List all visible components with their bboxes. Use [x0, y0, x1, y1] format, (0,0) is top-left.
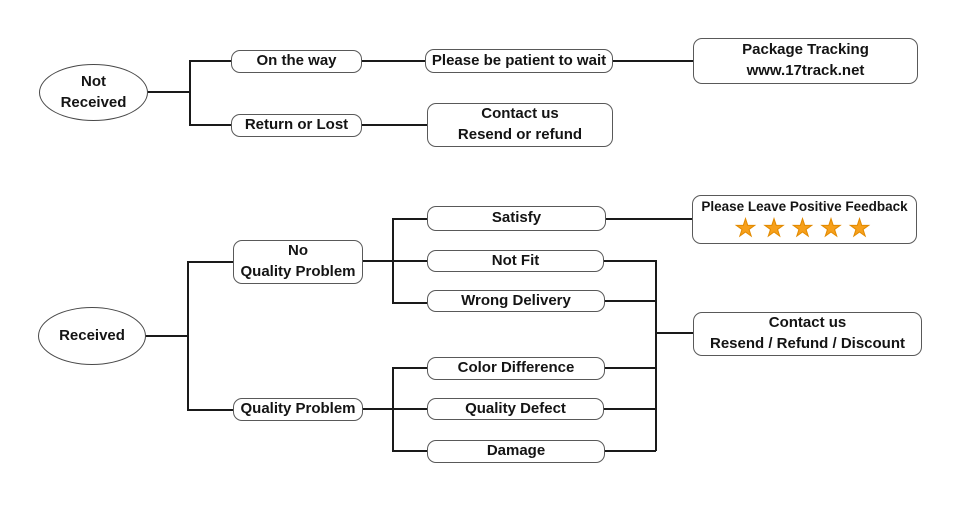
- connector-line: [187, 261, 189, 410]
- node-positive-feedback: Please Leave Positive Feedback ★★★★★: [692, 195, 917, 244]
- connector-line: [655, 332, 693, 334]
- connector-line: [392, 450, 427, 452]
- node-not-received: Not Received: [39, 64, 148, 121]
- node-package-tracking: Package Tracking www.17track.net: [693, 38, 918, 84]
- connector-line: [146, 91, 190, 93]
- connector-line: [605, 218, 692, 220]
- connector-line: [604, 300, 656, 302]
- connector-line: [392, 218, 394, 303]
- node-return-or-lost: Return or Lost: [231, 114, 362, 137]
- connector-line: [362, 260, 427, 262]
- connector-line: [604, 450, 656, 452]
- connector-line: [655, 260, 657, 451]
- positive-feedback-label: Please Leave Positive Feedback: [701, 199, 908, 215]
- connector-line: [187, 261, 233, 263]
- node-not-fit: Not Fit: [427, 250, 604, 272]
- node-damage: Damage: [427, 440, 605, 463]
- connector-line: [362, 124, 428, 126]
- node-color-difference: Color Difference: [427, 357, 605, 380]
- connector-line: [392, 218, 427, 220]
- node-quality-defect: Quality Defect: [427, 398, 604, 420]
- connector-line: [189, 60, 191, 126]
- connector-line: [145, 335, 189, 337]
- connector-line: [189, 124, 231, 126]
- connector-line: [603, 408, 656, 410]
- connector-line: [189, 60, 231, 62]
- node-on-the-way: On the way: [231, 50, 362, 73]
- node-satisfy: Satisfy: [427, 206, 606, 231]
- five-star-rating-icon: ★★★★★: [734, 214, 878, 242]
- node-wrong-delivery: Wrong Delivery: [427, 290, 605, 312]
- connector-line: [362, 408, 427, 410]
- connector-line: [612, 60, 693, 62]
- node-contact-resend-refund: Contact us Resend or refund: [427, 103, 613, 147]
- node-contact-resend-refund-discount: Contact us Resend / Refund / Discount: [693, 312, 922, 356]
- connector-line: [603, 260, 656, 262]
- connector-line: [362, 60, 425, 62]
- connector-line: [392, 367, 427, 369]
- connector-line: [604, 367, 656, 369]
- node-quality-problem: Quality Problem: [233, 398, 363, 421]
- node-received: Received: [38, 307, 146, 365]
- connector-line: [392, 367, 394, 451]
- node-no-quality-problem: No Quality Problem: [233, 240, 363, 284]
- connector-line: [392, 302, 427, 304]
- node-please-be-patient: Please be patient to wait: [425, 49, 613, 73]
- connector-line: [187, 409, 233, 411]
